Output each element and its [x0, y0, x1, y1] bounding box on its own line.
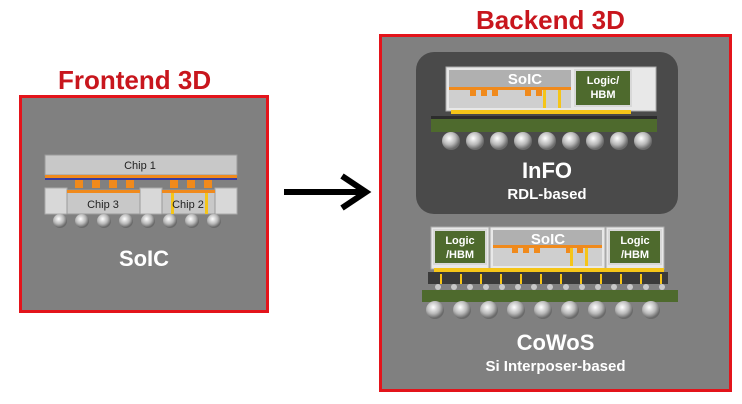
info-sublabel: RDL-based [507, 186, 587, 203]
bond-pads [75, 180, 212, 188]
backend-title: Backend 3D [476, 5, 625, 35]
cowos-substrate [422, 290, 678, 302]
svg-text:/HBM: /HBM [621, 249, 649, 261]
info-soic-label: SoIC [508, 71, 542, 88]
frontend-bumps [53, 214, 221, 228]
cowos-si-interposer [428, 272, 668, 284]
cowos-diagram: Logic /HBM SoIC Logic /HBM [422, 226, 678, 319]
svg-text:Logic: Logic [445, 235, 474, 247]
chip1-label: Chip 1 [124, 160, 156, 172]
info-rdl-substrate [431, 116, 657, 132]
cowos-label: CoWoS [516, 330, 595, 355]
info-logic-line2: HBM [590, 89, 615, 101]
bond-layer-blue [45, 178, 237, 180]
info-logic-line1: Logic/ [587, 75, 619, 87]
cowos-sublabel: Si Interposer-based [485, 358, 626, 375]
bond-layer-orange [45, 175, 237, 178]
chip3-label: Chip 3 [87, 199, 119, 211]
cowos-logic-left-die [433, 229, 487, 265]
info-logic-die [574, 69, 632, 107]
info-label: InFO [521, 158, 573, 183]
chip2-label: Chip 2 [172, 199, 204, 211]
svg-text:Logic: Logic [620, 235, 649, 247]
arrow-icon [284, 173, 372, 211]
svg-text:/HBM: /HBM [446, 249, 474, 261]
info-diagram: SoIC Logic/ HBM [431, 66, 657, 150]
frontend-title: Frontend 3D [58, 65, 212, 95]
cowos-logic-right-die [608, 229, 662, 265]
cowos-soic-label: SoIC [531, 231, 565, 248]
frontend-soic-diagram: Chip 1 Chip 3 Chip 2 [44, 154, 238, 228]
frontend-soic-label: SoIC [118, 246, 170, 271]
